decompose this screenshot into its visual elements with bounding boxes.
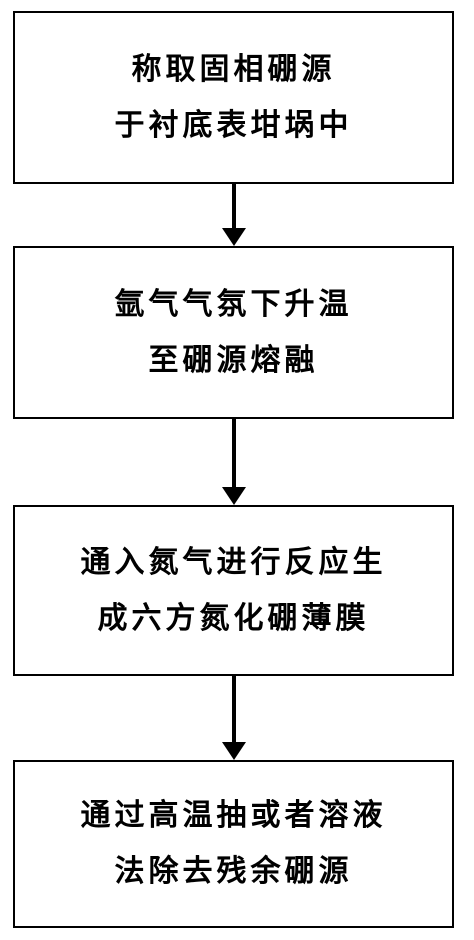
step-1-line-1: 称取固相硼源 [131,51,336,87]
step-2-line-2: 至硼源熔融 [148,342,319,378]
step-4-line-2: 法除去残余硼源 [114,854,353,889]
flow-arrow-3 [222,676,246,760]
step-3-line-1: 通入氮气进行反应生 [80,544,387,580]
step-box-3: 通入氮气进行反应生 成六方氮化硼薄膜 [13,505,454,676]
step-box-4: 通过高温抽或者溶液 法除去残余硼源 [13,760,454,928]
step-3-line-2: 成六方氮化硼薄膜 [97,600,370,636]
arrow-down-icon [222,487,246,505]
arrow-3-shaft [232,676,236,744]
arrow-down-icon [222,228,246,246]
arrow-down-icon [222,742,246,760]
step-2-line-1: 氩气气氛下升温 [114,286,353,322]
step-box-1: 称取固相硼源 于衬底表坩埚中 [13,11,454,184]
step-1-line-2: 于衬底表坩埚中 [114,107,353,143]
flow-arrow-1 [222,184,246,246]
step-box-2: 氩气气氛下升温 至硼源熔融 [13,246,454,419]
flow-arrow-2 [222,419,246,505]
arrow-1-shaft [232,184,236,230]
arrow-2-shaft [232,419,236,489]
step-4-line-1: 通过高温抽或者溶液 [80,798,387,833]
